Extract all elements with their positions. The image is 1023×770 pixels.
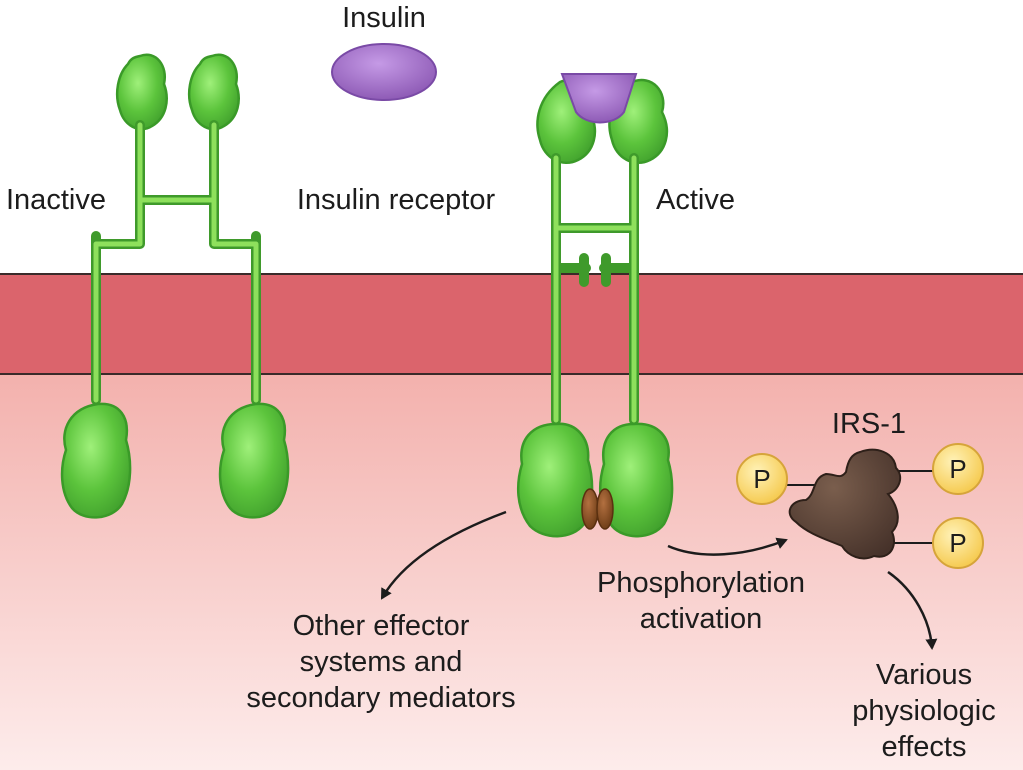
active-label: Active <box>656 184 735 216</box>
cell-membrane <box>0 274 1023 374</box>
active-receptor <box>517 73 674 538</box>
various-effects-label-line2: physiologic <box>852 695 995 727</box>
irs1-complex: P P P <box>736 443 984 569</box>
phosphate-left-label: P <box>753 464 770 494</box>
arrow-to-physiologic-effects <box>887 570 938 650</box>
insulin-molecule <box>331 43 437 101</box>
phosphate-top-right-label: P <box>949 454 966 484</box>
phosphorylation-label-line2: activation <box>640 603 763 635</box>
insulin-label: Insulin <box>342 2 426 34</box>
phosphorylation-label-line1: Phosphorylation <box>597 567 805 599</box>
insulin-receptor-label: Insulin receptor <box>297 184 496 216</box>
arrow-to-other-effectors <box>380 510 507 600</box>
other-effectors-label-line1: Other effector <box>293 610 470 642</box>
alpha-subunit-right <box>188 53 240 131</box>
phosphorylated-tyrosine-right <box>596 488 614 530</box>
inactive-receptor <box>60 53 290 519</box>
kinase-domain-right-active <box>599 422 674 538</box>
phosphorylated-tyrosine-left <box>581 488 599 530</box>
kinase-domain-left <box>60 402 132 519</box>
inactive-label: Inactive <box>6 184 106 216</box>
irs1-label: IRS-1 <box>832 408 906 440</box>
bound-insulin <box>560 73 638 124</box>
cytoplasm-region <box>0 374 1023 770</box>
other-effectors-label-line2: systems and <box>300 646 463 678</box>
phosphate-left <box>736 453 788 505</box>
various-effects-label-line3: effects <box>882 731 967 763</box>
irs1-protein <box>788 448 902 560</box>
kinase-domain-left-active <box>517 422 594 538</box>
phosphate-bottom-right-label: P <box>949 528 966 558</box>
kinase-domain-right <box>218 402 290 519</box>
phosphate-bottom-right <box>932 517 984 569</box>
alpha-subunit-left <box>116 53 168 131</box>
other-effectors-label-line3: secondary mediators <box>246 682 515 714</box>
various-effects-label-line1: Various <box>876 659 972 691</box>
phosphate-top-right <box>932 443 984 495</box>
arrow-to-irs1 <box>667 537 788 556</box>
